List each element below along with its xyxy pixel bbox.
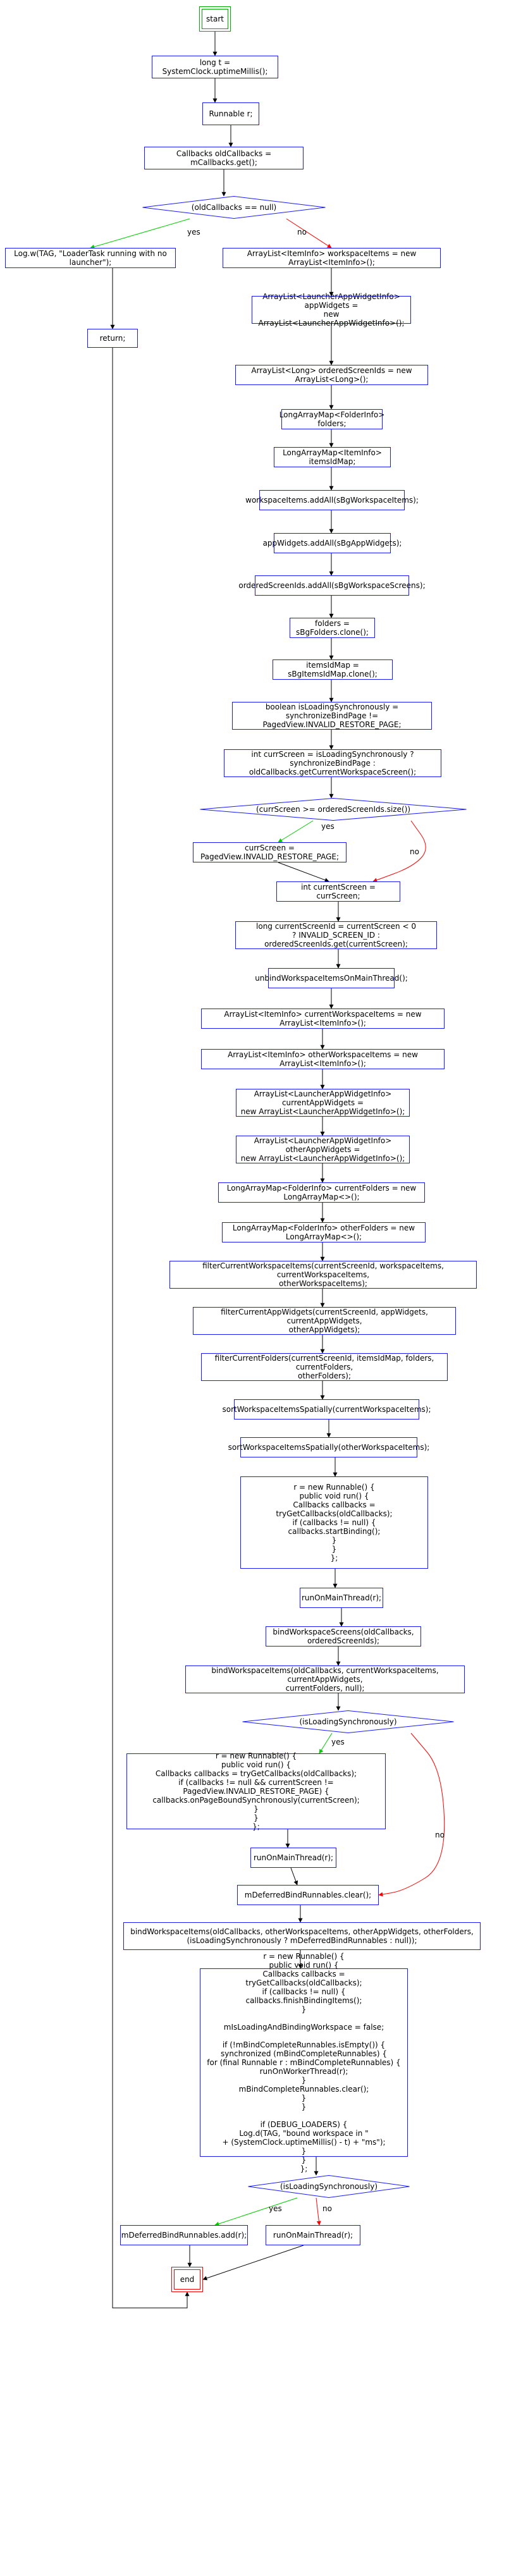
process-n29: filterCurrentAppWidgets(currentScreenId,… [193, 1307, 456, 1335]
process-n40: bindWorkspaceItems(oldCallbacks, otherWo… [123, 1922, 481, 1950]
edge-d1-n6 [286, 218, 332, 248]
process-n22: ArrayList<ItemInfo> currentWorkspaceItem… [201, 1009, 445, 1029]
decision-label: (isLoadingSynchronously) [299, 1717, 397, 1726]
edge-d2-n18 [278, 820, 314, 843]
end-node: end [171, 2267, 203, 2292]
start-node: start [199, 6, 231, 32]
process-n42: mDeferredBindRunnables.add(r); [120, 2225, 248, 2245]
process-n15: itemsIdMap = sBgItemsIdMap.clone(); [273, 659, 393, 680]
decision-d3: (isLoadingSynchronously) [242, 1710, 454, 1734]
process-n21: unbindWorkspaceItemsOnMainThread(); [255, 968, 408, 988]
process-n19: int currentScreen = currScreen; [276, 881, 400, 902]
edge-d4-n43 [316, 2197, 321, 2226]
process-n16: boolean isLoadingSynchronously = synchro… [232, 702, 432, 730]
decision-shape [248, 2174, 410, 2199]
process-n20: long currentScreenId = currentScreen < 0… [235, 921, 437, 949]
process-n4: Log.w(TAG, "LoaderTask running with no l… [5, 248, 176, 268]
process-n10: LongArrayMap<ItemInfo> itemsIdMap; [274, 447, 391, 467]
process-n28: filterCurrentWorkspaceItems(currentScree… [169, 1261, 477, 1289]
edge-d3-n39 [378, 1733, 445, 1897]
edge-n18-n19 [278, 862, 329, 883]
edge-n38-n39 [290, 1867, 298, 1886]
process-n39: mDeferredBindRunnables.clear(); [237, 1885, 379, 1905]
edge-label-no: no [410, 847, 419, 856]
process-n6: ArrayList<ItemInfo> workspaceItems = new… [223, 248, 441, 268]
decision-d1: (oldCallbacks == null) [142, 195, 326, 219]
process-n32: sortWorkspaceItemsSpatially(otherWorkspa… [228, 1437, 429, 1457]
process-n38: runOnMainThread(r); [250, 1848, 336, 1868]
decision-shape [242, 1710, 454, 1734]
process-n18: currScreen = PagedView.INVALID_RESTORE_P… [193, 842, 347, 862]
decision-d2: (currScreen >= orderedScreenIds.size()) [200, 797, 467, 821]
decision-shape [200, 797, 467, 821]
process-n30: filterCurrentFolders(currentScreenId, it… [201, 1353, 448, 1381]
edge-label-yes: yes [331, 1738, 345, 1746]
edge-n5-end [112, 348, 190, 2309]
process-n5: return; [87, 329, 138, 348]
process-n11: workspaceItems.addAll(sBgWorkspaceItems)… [245, 490, 419, 510]
process-n37: r = new Runnable() { public void run() {… [126, 1751, 386, 1831]
edge-d1-n4 [90, 218, 190, 249]
process-n34: runOnMainThread(r); [300, 1588, 383, 1608]
edge-n43-end [202, 2245, 304, 2281]
process-n43: runOnMainThread(r); [266, 2225, 360, 2245]
edge-d4-n42 [214, 2197, 298, 2226]
edge-d3-n37 [319, 1733, 333, 1754]
process-n8: ArrayList<Long> orderedScreenIds = new A… [235, 365, 428, 385]
process-n3: Callbacks oldCallbacks = mCallbacks.get(… [144, 147, 304, 169]
process-n7: ArrayList<LauncherAppWidgetInfo> appWidg… [252, 292, 411, 328]
process-n1: long t = SystemClock.uptimeMillis(); [152, 56, 278, 78]
process-n12: appWidgets.addAll(sBgAppWidgets); [263, 533, 402, 553]
edge-label-no: no [297, 228, 307, 236]
edge-label-no: no [322, 2204, 332, 2213]
process-n31: sortWorkspaceItemsSpatially(currentWorks… [223, 1399, 431, 1420]
process-n25: ArrayList<LauncherAppWidgetInfo> otherAp… [236, 1136, 410, 1163]
edge-label-yes: yes [187, 228, 200, 236]
process-n24: ArrayList<LauncherAppWidgetInfo> current… [236, 1089, 410, 1117]
process-n35: bindWorkspaceScreens(oldCallbacks, order… [266, 1626, 421, 1647]
decision-label: (oldCallbacks == null) [191, 203, 277, 212]
process-n23: ArrayList<ItemInfo> otherWorkspaceItems … [201, 1049, 445, 1069]
decision-label: (isLoadingSynchronously) [279, 2182, 378, 2191]
decision-shape [142, 195, 326, 219]
process-n9: LongArrayMap<FolderInfo> folders; [279, 409, 388, 429]
process-n33: r = new Runnable() { public void run() {… [240, 1476, 428, 1569]
process-n14: folders = sBgFolders.clone(); [290, 618, 375, 638]
process-n26: LongArrayMap<FolderInfo> currentFolders … [218, 1182, 425, 1203]
edge-label-no: no [435, 1831, 445, 1839]
decision-label: (currScreen >= orderedScreenIds.size()) [255, 805, 411, 814]
decision-d4: (isLoadingSynchronously) [248, 2174, 410, 2199]
edge-label-yes: yes [269, 2204, 282, 2213]
edge-d2-n19 [372, 820, 426, 883]
edge-label-yes: yes [321, 822, 335, 831]
process-n2: Runnable r; [202, 102, 259, 125]
process-n17: int currScreen = isLoadingSynchronously … [224, 749, 441, 777]
process-n13: orderedScreenIds.addAll(sBgWorkspaceScre… [238, 575, 426, 596]
process-n27: LongArrayMap<FolderInfo> otherFolders = … [222, 1222, 426, 1242]
process-n36: bindWorkspaceItems(oldCallbacks, current… [185, 1665, 465, 1693]
process-n41: r = new Runnable() { public void run() {… [200, 1952, 408, 2173]
